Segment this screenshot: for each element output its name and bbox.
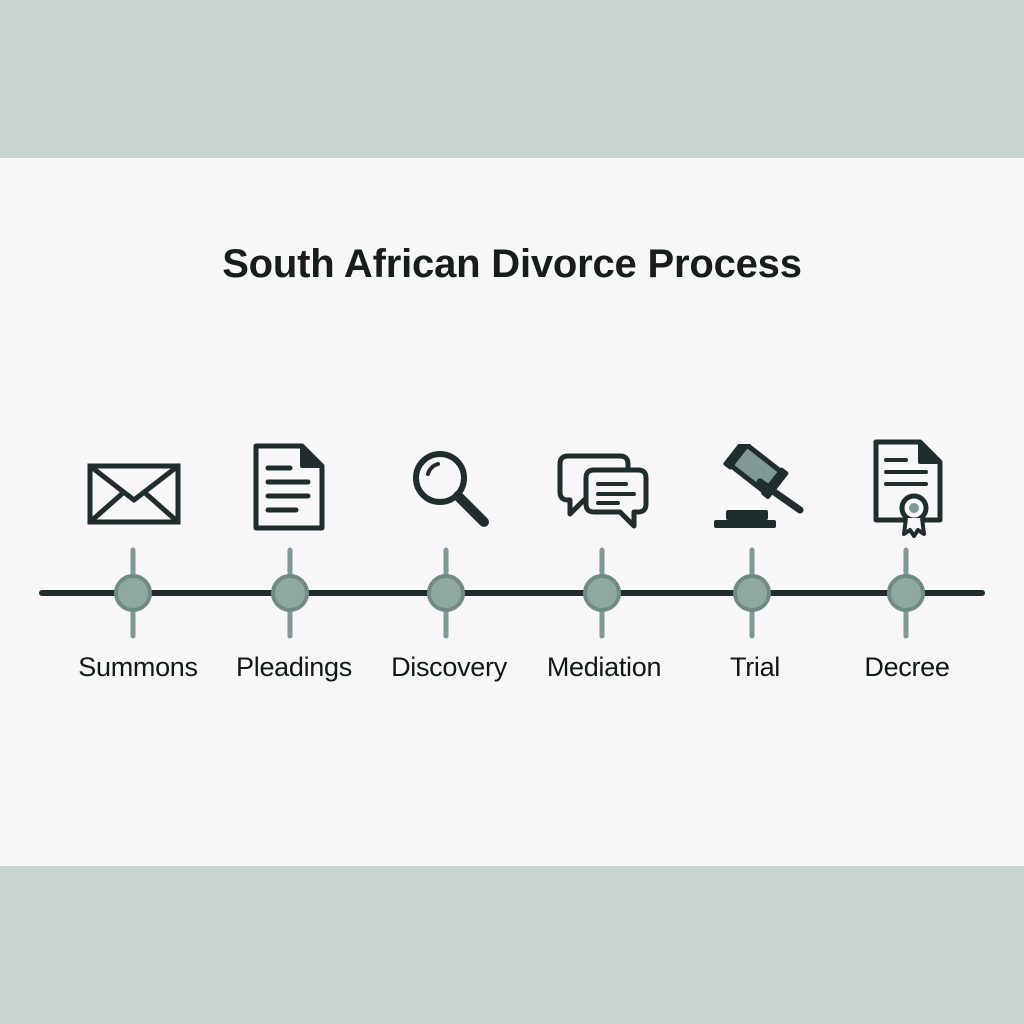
diagram-title: South African Divorce Process — [222, 242, 802, 286]
step-label-summons: Summons — [78, 652, 198, 682]
timeline-node-pleadings — [271, 574, 309, 612]
step-label-decree: Decree — [864, 652, 950, 682]
step-label-discovery: Discovery — [391, 652, 507, 682]
speech-bubbles-icon — [557, 453, 649, 529]
timeline-node-discovery — [427, 574, 465, 612]
timeline-node-decree — [887, 574, 925, 612]
bottom-band — [0, 866, 1024, 1024]
step-label-trial: Trial — [730, 652, 780, 682]
step-label-pleadings: Pleadings — [236, 652, 352, 682]
timeline-node-mediation — [583, 574, 621, 612]
document-icon — [253, 443, 325, 531]
certificate-icon — [873, 439, 943, 538]
gavel-icon — [714, 444, 804, 528]
timeline-node-summons — [114, 574, 152, 612]
timeline-node-trial — [733, 574, 771, 612]
envelope-icon — [87, 463, 181, 525]
magnifying-glass-icon — [413, 451, 489, 527]
step-label-mediation: Mediation — [546, 652, 662, 682]
diagram-card — [0, 158, 1024, 866]
top-band — [0, 0, 1024, 158]
